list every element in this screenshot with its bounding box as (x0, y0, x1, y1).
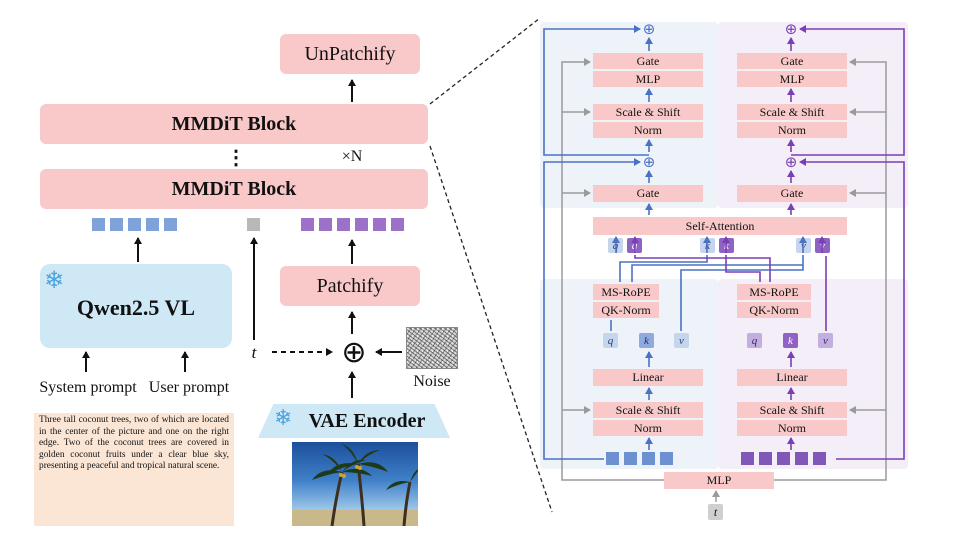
gate-mid-text: Gate (593, 185, 703, 202)
image-token (759, 452, 772, 465)
add-operator-icon: ⊕ (642, 153, 656, 171)
q-chip: q (747, 333, 762, 348)
qwen-block: ❄ Qwen2.5 VL (40, 264, 232, 348)
image-token (373, 218, 386, 231)
linear-text: Linear (593, 369, 703, 386)
image-token (777, 452, 790, 465)
text-token (606, 452, 619, 465)
scale-shift-top-image: Scale & Shift (737, 104, 847, 120)
k-chip: k (783, 333, 798, 348)
text-token (128, 218, 141, 231)
gate-top-image: Gate (737, 53, 847, 69)
scale-shift-text: Scale & Shift (593, 402, 703, 418)
image-token (391, 218, 404, 231)
qk-norm-text: QK-Norm (593, 302, 659, 318)
image-token (337, 218, 350, 231)
noise-label: Noise (413, 373, 451, 390)
text-token (110, 218, 123, 231)
patchify-block: Patchify (280, 266, 420, 306)
scale-shift-image: Scale & Shift (737, 402, 847, 418)
v-chip: v (818, 333, 833, 348)
text-token (164, 218, 177, 231)
qk-norm-image: QK-Norm (737, 302, 811, 318)
image-token (795, 452, 808, 465)
text-token (642, 452, 655, 465)
text-token (660, 452, 673, 465)
norm-top-text: Norm (593, 122, 703, 138)
system-prompt-label: System prompt (39, 379, 137, 396)
q-chip: q (603, 333, 618, 348)
text-token (92, 218, 105, 231)
timestep-input: t (708, 504, 723, 520)
norm-top-image: Norm (737, 122, 847, 138)
add-operator-icon: ⊕ (642, 20, 656, 38)
caption-box: Three tall coconut trees, two of which a… (34, 413, 234, 526)
user-prompt-label: User prompt (148, 379, 230, 396)
gate-top-text: Gate (593, 53, 703, 69)
timestep-token (247, 218, 260, 231)
gate-mid-image: Gate (737, 185, 847, 202)
ms-rope-text: MS-RoPE (593, 284, 659, 300)
snowflake-icon: ❄ (44, 266, 65, 294)
image-token (741, 452, 754, 465)
image-token (813, 452, 826, 465)
snowflake-icon: ❄ (274, 406, 293, 431)
norm-text: Norm (593, 420, 703, 436)
noise-image (406, 327, 458, 369)
repeat-count: ×N (341, 148, 363, 165)
timestep-label: t (251, 343, 257, 362)
mmdit-block-top: MMDiT Block (40, 104, 428, 144)
mlp-top-text: MLP (593, 71, 703, 87)
mmdit-block-bottom: MMDiT Block (40, 169, 428, 209)
scale-shift-top-text: Scale & Shift (593, 104, 703, 120)
unpatchify-block: UnPatchify (280, 34, 420, 74)
ms-rope-image: MS-RoPE (737, 284, 811, 300)
mlp-timestep: MLP (664, 472, 774, 489)
text-token (146, 218, 159, 231)
palm-trees-graphic (292, 444, 418, 526)
input-photo (292, 442, 418, 526)
add-operator-icon: ⊕ (784, 153, 798, 171)
mlp-top-image: MLP (737, 71, 847, 87)
image-token (355, 218, 368, 231)
qwen-label: Qwen2.5 VL (76, 295, 196, 320)
norm-image: Norm (737, 420, 847, 436)
text-token (624, 452, 637, 465)
linear-image: Linear (737, 369, 847, 386)
add-operator-icon: ⊕ (341, 334, 367, 370)
k-chip: k (639, 333, 654, 348)
image-token (301, 218, 314, 231)
repeat-dots: ⋮ (226, 146, 246, 169)
v-chip: v (674, 333, 689, 348)
self-attention-block: Self-Attention (593, 217, 847, 235)
vae-encoder-label: VAE Encoder (308, 409, 426, 432)
add-operator-icon: ⊕ (784, 20, 798, 38)
image-token (319, 218, 332, 231)
vae-encoder-block: ❄ VAE Encoder (258, 404, 450, 438)
